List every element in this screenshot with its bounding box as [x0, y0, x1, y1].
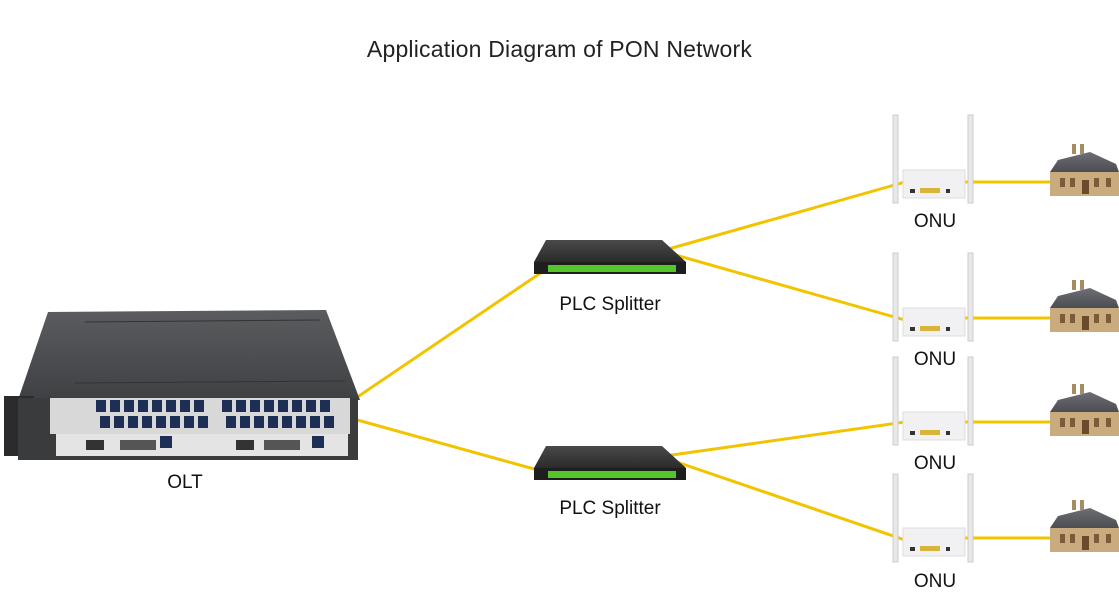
onu-2-label: ONU [913, 349, 957, 370]
house-icon [1050, 144, 1119, 196]
fiber-links [349, 180, 1055, 542]
onu-router-icon [892, 114, 974, 204]
link-splitter-2-onu-4 [664, 456, 906, 542]
link-olt-splitter-1 [349, 268, 546, 404]
house-icon [1050, 384, 1119, 436]
link-splitter-1-onu-2 [664, 250, 906, 322]
link-olt-splitter-2 [349, 416, 546, 474]
house-icon [1050, 280, 1119, 332]
plc-splitter-icon [534, 446, 686, 480]
olt-label: OLT [167, 472, 203, 493]
splitter-2-label: PLC Splitter [559, 498, 661, 519]
onu-router-icon [892, 473, 974, 563]
olt-chassis-icon [4, 310, 360, 460]
splitter-1-label: PLC Splitter [559, 294, 661, 315]
onu-router-icon [892, 356, 974, 446]
link-splitter-2-onu-3 [664, 420, 906, 458]
onu-3-label: ONU [913, 453, 957, 474]
onu-router-icon [892, 252, 974, 342]
plc-splitter-icon [534, 240, 686, 274]
link-splitter-1-onu-1 [664, 180, 906, 252]
onu-4-label: ONU [913, 571, 957, 592]
diagram-title: Application Diagram of PON Network [366, 36, 753, 62]
onu-1-label: ONU [913, 211, 957, 232]
house-icon [1050, 500, 1119, 552]
